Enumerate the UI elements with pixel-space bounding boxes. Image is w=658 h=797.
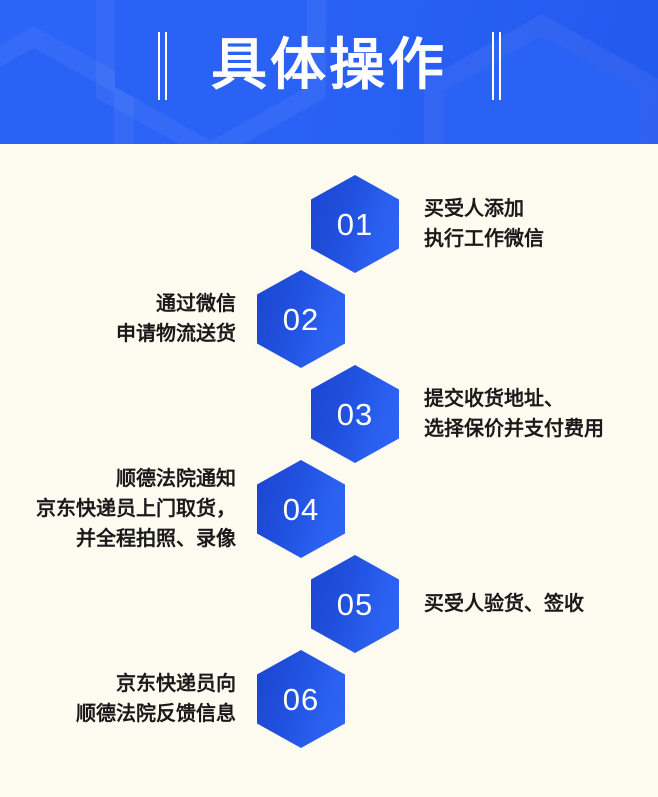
step-hexagon-05: 05	[305, 548, 405, 660]
step-label-05: 买受人验货、签收	[424, 548, 584, 660]
step-item: 02 通过微信申请物流送货	[0, 263, 658, 375]
step-label-02: 通过微信申请物流送货	[116, 263, 236, 375]
step-item: 03 提交收货地址、选择保价并支付费用	[0, 358, 658, 470]
step-label-line: 顺德法院反馈信息	[76, 703, 236, 725]
step-label-line: 顺德法院通知	[116, 468, 236, 490]
step-label-line: 申请物流送货	[116, 323, 236, 345]
step-label-line: 提交收货地址、	[424, 388, 564, 410]
step-hexagon-fill: 01	[311, 175, 399, 273]
title-rule-right-icon	[492, 32, 502, 100]
step-label-line: 通过微信	[156, 293, 236, 315]
step-label-line: 执行工作微信	[424, 228, 544, 250]
step-number: 03	[336, 396, 374, 432]
step-label-03: 提交收货地址、选择保价并支付费用	[424, 358, 604, 470]
step-item: 05 买受人验货、签收	[0, 548, 658, 660]
step-label-line: 并全程拍照、录像	[76, 528, 236, 550]
step-hexagon-fill: 04	[257, 460, 345, 558]
step-label-04: 顺德法院通知京东快递员上门取货， 并全程拍照、录像	[36, 453, 236, 565]
page-title: 具体操作	[211, 33, 447, 96]
step-item: 01 买受人添加执行工作微信	[0, 168, 658, 280]
title-rule-left-icon	[158, 32, 168, 100]
step-number: 01	[336, 206, 374, 242]
header-banner: 具体操作	[0, 0, 658, 144]
step-hexagon-fill: 02	[257, 270, 345, 368]
step-number: 05	[336, 586, 374, 622]
step-item: 06 京东快递员向顺德法院反馈信息	[0, 643, 658, 755]
step-label-line: 选择保价并支付费用	[424, 418, 604, 440]
step-label-line: 买受人添加	[424, 198, 524, 220]
step-number: 06	[282, 681, 320, 717]
step-label-06: 京东快递员向顺德法院反馈信息	[76, 643, 236, 755]
step-hexagon-fill: 03	[311, 365, 399, 463]
step-item: 04 顺德法院通知京东快递员上门取货， 并全程拍照、录像	[0, 453, 658, 565]
step-number: 04	[282, 491, 320, 527]
step-hexagon-06: 06	[251, 643, 351, 755]
step-hexagon-fill: 06	[257, 650, 345, 748]
step-label-line: 京东快递员向	[116, 673, 236, 695]
step-number: 02	[282, 301, 320, 337]
step-label-01: 买受人添加执行工作微信	[424, 168, 544, 280]
step-label-line: 京东快递员上门取货，	[36, 498, 236, 520]
step-label-line: 买受人验货、签收	[424, 593, 584, 615]
step-list: 01 买受人添加执行工作微信 02 通过微信申请物流送货 03 提交收货地址、选择保价并支…	[0, 144, 658, 797]
step-hexagon-fill: 05	[311, 555, 399, 653]
